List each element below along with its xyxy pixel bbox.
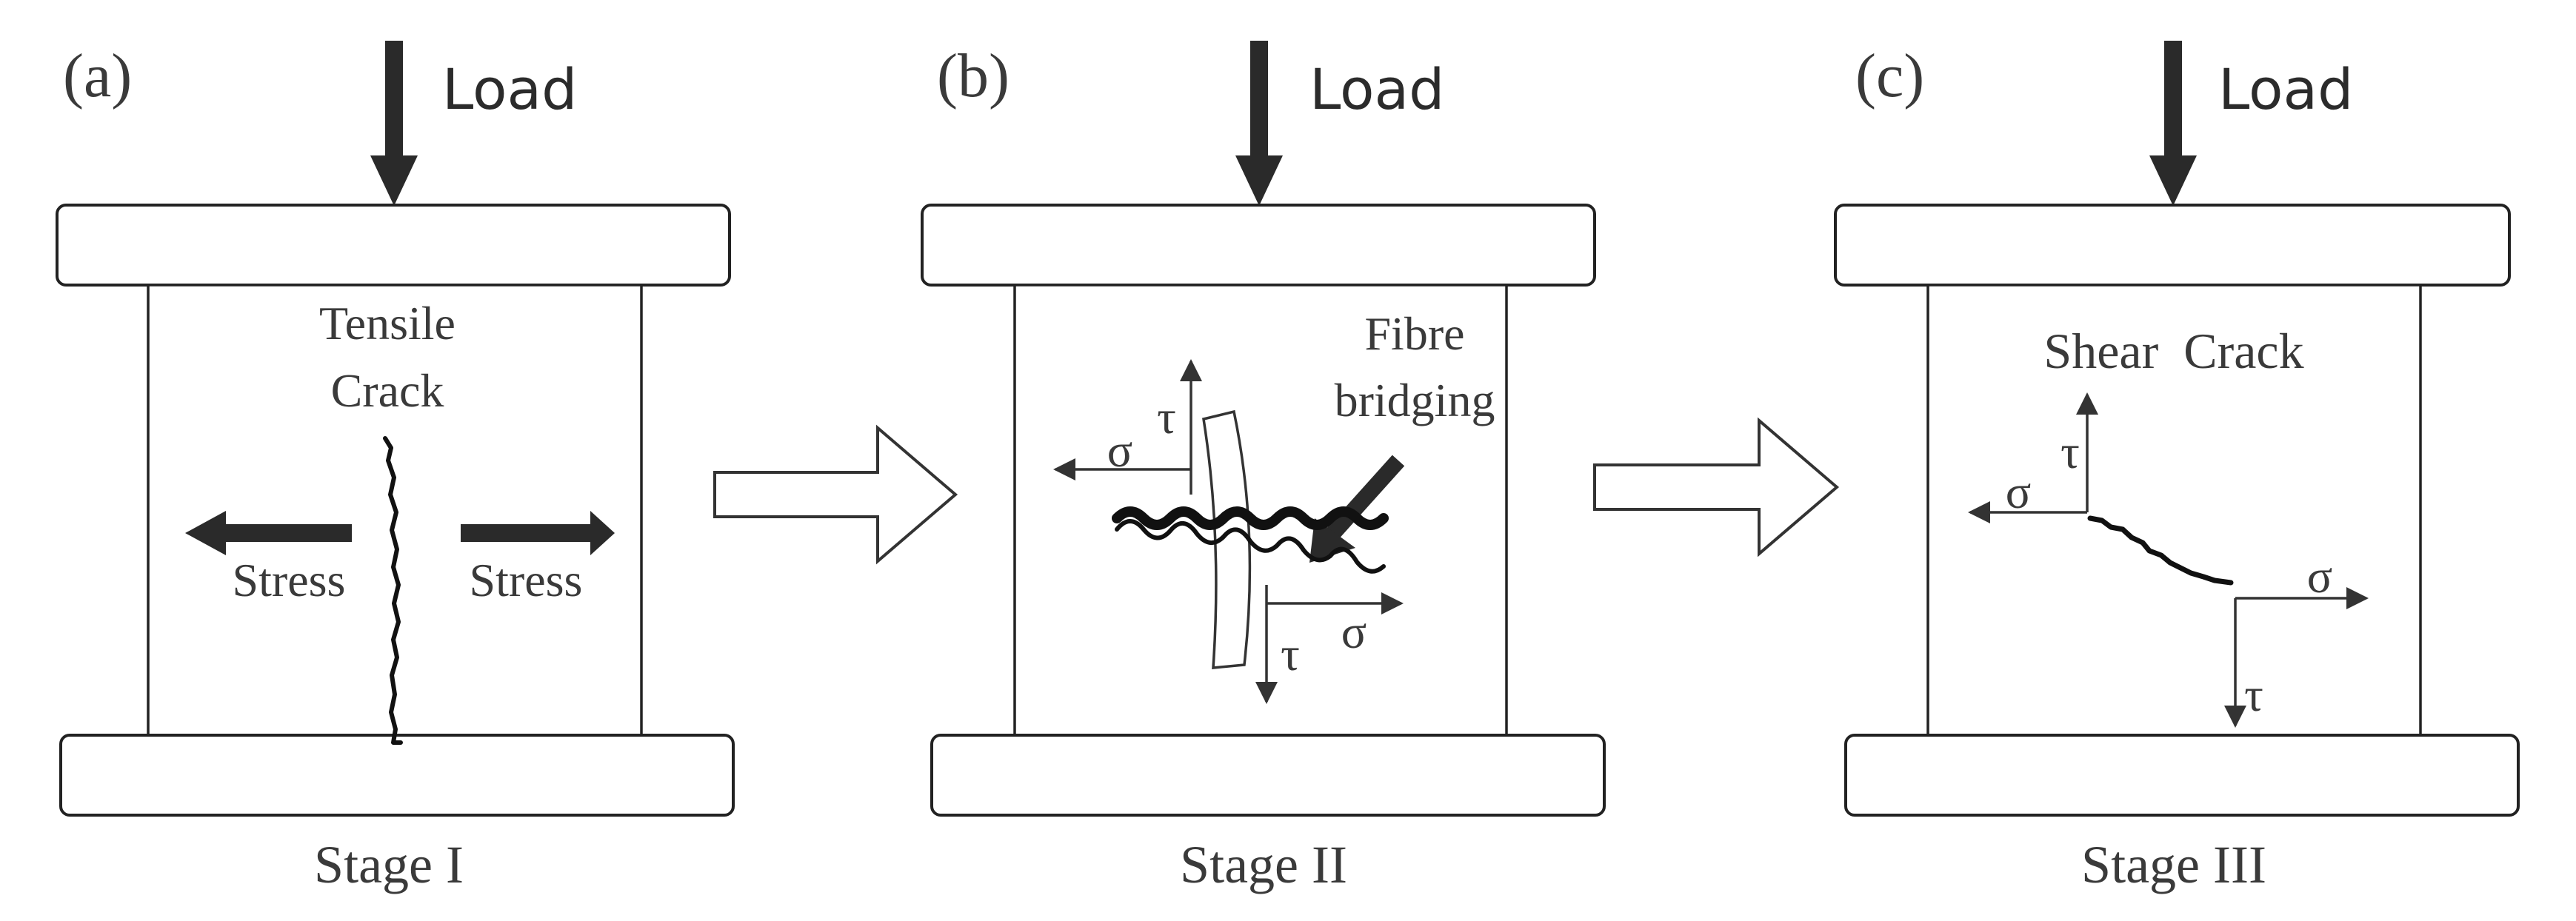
sigma-label-bottom-b: σ bbox=[1341, 606, 1367, 658]
tau-label-top-c: τ bbox=[2061, 426, 2080, 478]
load-label-b: Load bbox=[1309, 56, 1444, 122]
sigma-label-left-c: σ bbox=[2006, 466, 2032, 518]
load-arrow-icon bbox=[2149, 41, 2197, 206]
tau-label-top-b: τ bbox=[1157, 391, 1176, 443]
load-label-c: Load bbox=[2218, 56, 2353, 122]
load-label-a: Load bbox=[442, 56, 577, 122]
fibre-label-line2: bridging bbox=[1335, 374, 1495, 426]
shear-crack-label: Shear Crack bbox=[2043, 323, 2303, 379]
stress-arrow-right-icon bbox=[461, 511, 615, 555]
stress-label-left: Stress bbox=[233, 554, 346, 606]
panel-label-c: (c) bbox=[1855, 41, 1924, 110]
panel-c: (c) Load Shear Crack τ σ σ τ Stage III bbox=[1834, 41, 2520, 894]
sigma-label-right-c: σ bbox=[2307, 550, 2333, 603]
stage-label-b: Stage II bbox=[1180, 835, 1347, 894]
crack-strip bbox=[1202, 409, 1252, 669]
crack-title-a-line1: Tensile bbox=[319, 297, 456, 349]
top-plate-b bbox=[921, 204, 1596, 287]
stress-arrow-left-icon bbox=[185, 511, 352, 555]
specimen-b bbox=[1013, 284, 1508, 737]
load-arrow-icon bbox=[1235, 41, 1283, 206]
bottom-plate-c bbox=[1844, 734, 2520, 817]
hollow-right-arrow-icon bbox=[713, 424, 958, 565]
stress-label-right: Stress bbox=[470, 554, 583, 606]
specimen-c bbox=[1926, 284, 2422, 737]
stage-label-a: Stage I bbox=[314, 835, 464, 894]
shear-crack bbox=[2087, 515, 2234, 586]
tensile-crack bbox=[383, 436, 403, 745]
tau-label-bottom-c: τ bbox=[2244, 669, 2263, 721]
crack-title-a-line2: Crack bbox=[331, 364, 444, 417]
bottom-plate-a bbox=[59, 734, 735, 817]
bottom-plate-b bbox=[930, 734, 1606, 817]
load-arrow-icon bbox=[370, 41, 418, 206]
fibre-label-line1: Fibre bbox=[1364, 307, 1464, 360]
stage-label-c: Stage III bbox=[2081, 835, 2266, 894]
panel-label-a: (a) bbox=[63, 41, 132, 110]
fibre-strand bbox=[1115, 519, 1386, 574]
tau-label-bottom-b: τ bbox=[1281, 628, 1300, 680]
sigma-label-top-b: σ bbox=[1107, 424, 1133, 477]
panel-b: (b) Load Fibre bridging τ σ τ σ Stag bbox=[921, 41, 1606, 894]
top-plate-a bbox=[56, 204, 731, 287]
fibre bbox=[1112, 506, 1389, 530]
panel-a: (a) Load Tensile Crack Stress Stress Sta… bbox=[56, 41, 735, 894]
top-plate-c bbox=[1834, 204, 2511, 287]
hollow-right-arrow-icon bbox=[1593, 417, 1840, 557]
panel-label-b: (b) bbox=[937, 41, 1010, 110]
